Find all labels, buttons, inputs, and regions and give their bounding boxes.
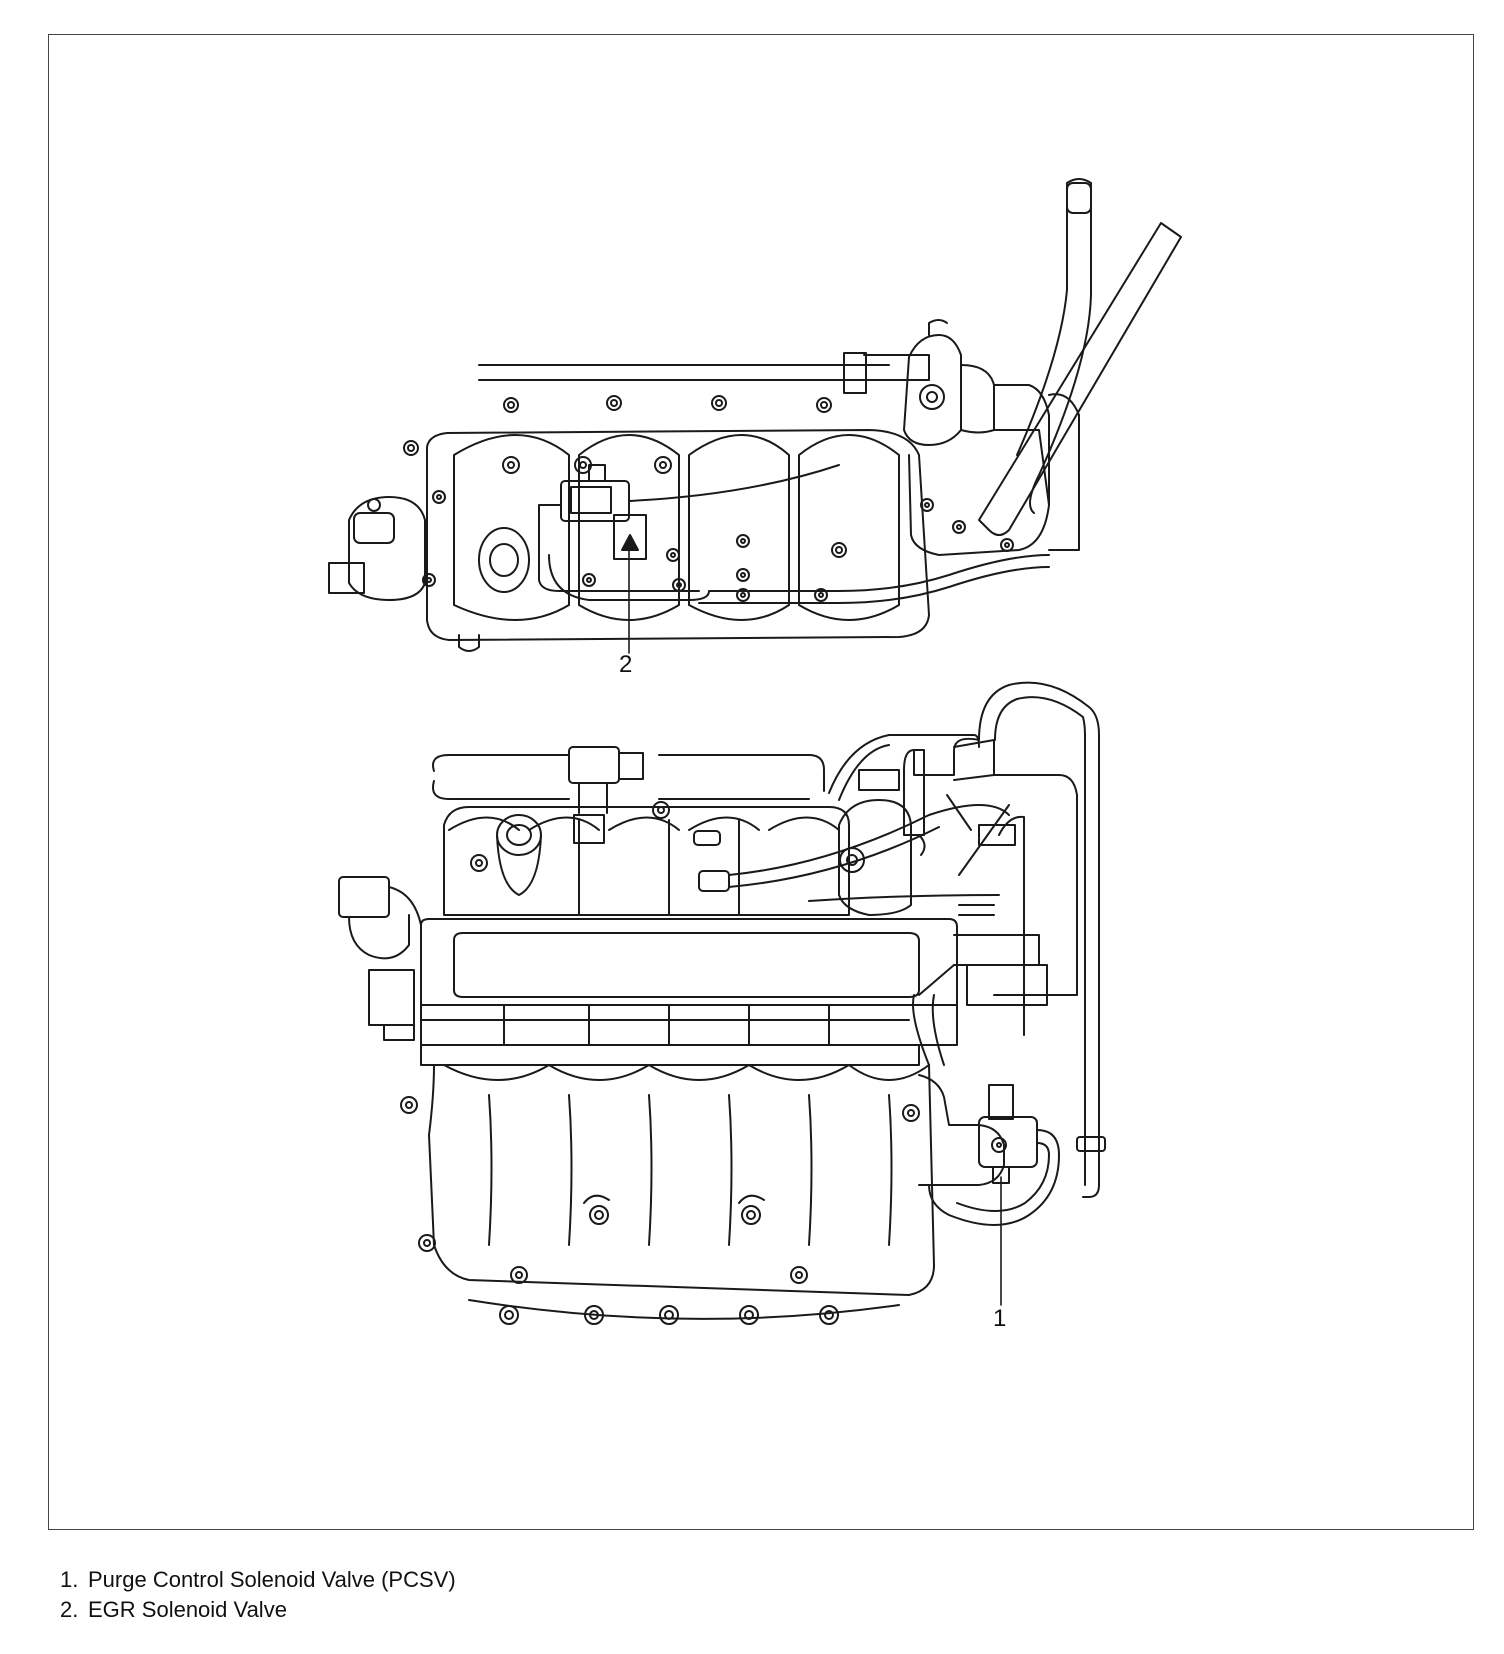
right-throttle-assembly — [843, 319, 1080, 556]
purge-control-solenoid-valve — [912, 994, 1060, 1226]
legend-item-2: 2. EGR Solenoid Valve — [60, 1595, 456, 1625]
vent-pipes — [978, 178, 1182, 536]
figure-frame: 2 1 — [48, 34, 1474, 1530]
legend-number: 2. — [60, 1597, 79, 1622]
legend-label: Purge Control Solenoid Valve (PCSV) — [88, 1567, 456, 1592]
callout-2-number: 2 — [619, 651, 633, 678]
left-actuator — [328, 496, 426, 601]
left-sensor — [338, 876, 422, 1041]
egr-solenoid-valve — [538, 464, 840, 592]
right-vertical-pipe — [978, 681, 1106, 1198]
front-view-intake-manifold — [338, 681, 1106, 1325]
legend-item-1: 1. Purge Control Solenoid Valve (PCSV) — [60, 1565, 456, 1595]
top-view-intake-manifold — [328, 178, 1182, 652]
callout-1-number: 1 — [993, 1305, 1007, 1332]
legend: 1. Purge Control Solenoid Valve (PCSV) 2.… — [60, 1565, 456, 1625]
throttle-cylinder — [828, 734, 995, 916]
legend-number: 1. — [60, 1567, 79, 1592]
right-egr-block — [946, 774, 1078, 1036]
top-hose-valve — [568, 746, 644, 814]
engine-diagram — [328, 178, 1182, 1325]
legend-label: EGR Solenoid Valve — [88, 1597, 287, 1622]
